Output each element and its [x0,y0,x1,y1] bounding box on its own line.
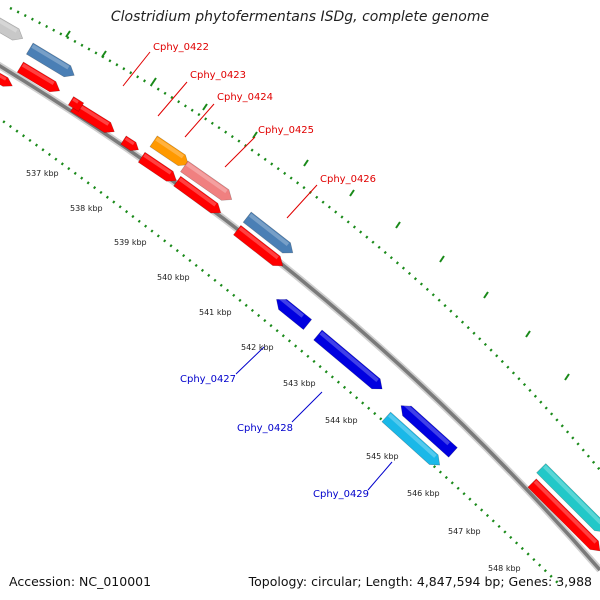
outer-tick-mark [303,159,309,167]
gene-labels: Cphy_0422 Cphy_0423 Cphy_0424 Cphy_0425 … [153,42,376,500]
accession-text: Accession: NC_010001 [9,574,152,589]
gene-feature-cphy-0426[interactable] [242,211,297,258]
cds-red[interactable] [173,175,225,217]
cds-red[interactable] [233,224,286,270]
gene-feature-cphy-0428[interactable] [313,329,387,394]
kbp-label: 542 kbp [241,343,274,352]
gene-feature-cphy-0423[interactable] [149,135,192,170]
kbp-label: 540 kbp [157,273,190,282]
gene-label[interactable]: Cphy_0428 [237,423,293,434]
outer-tick-mark [65,30,71,38]
kbp-label: 543 kbp [283,379,316,388]
label-connectors [122,51,393,491]
kbp-labels: 537 kbp 538 kbp 539 kbp 540 kbp 541 kbp … [26,169,521,573]
outer-tick-mark [151,77,157,85]
kbp-label: 546 kbp [407,489,440,498]
outer-tick-mark [439,255,445,263]
connector-cphy-0428 [291,391,323,423]
outer-tick-track [9,6,600,471]
outer-tick-mark [101,50,107,58]
connector-cphy-0429 [367,461,393,491]
kbp-label: 548 kbp [488,564,521,573]
kbp-label: 541 kbp [199,308,232,317]
gene-feature-cphy-0429[interactable] [381,411,444,470]
gene-feature-gray[interactable] [0,15,26,44]
outer-tick-mark [395,221,401,229]
genome-summary-text: Topology: circular; Length: 4,847,594 bp… [248,574,592,589]
gene-feature-cphy-0427[interactable] [272,294,313,331]
outer-tick-mark [483,291,489,299]
cds-red[interactable] [527,478,600,555]
kbp-label: 547 kbp [448,527,481,536]
kbp-label: 545 kbp [366,452,399,461]
cds-red[interactable] [137,151,180,185]
kbp-label: 544 kbp [325,416,358,425]
outer-tick-mark [525,330,531,338]
gene-label[interactable]: Cphy_0422 [153,42,209,53]
gene-label[interactable]: Cphy_0427 [180,374,236,385]
connector-cphy-0422 [122,51,151,87]
connector-cphy-0423 [157,81,188,117]
connector-cphy-0424 [184,103,215,138]
tick-guides [0,6,600,586]
gene-feature-reverse-blue[interactable] [397,401,458,458]
gene-label[interactable]: Cphy_0425 [258,125,314,136]
connector-cphy-0426 [286,184,318,219]
genome-backbone-core [0,64,600,572]
inner-tick-track [0,117,561,586]
kbp-label: 539 kbp [114,238,147,247]
outer-tick-mark [349,189,355,197]
cds-red-fragment[interactable] [67,96,85,112]
connector-cphy-0425 [224,136,256,168]
gene-feature-cphy-0422[interactable] [25,42,77,81]
outer-tick-mark [202,103,208,111]
connector-cphy-0427 [235,346,265,375]
cds-red[interactable] [70,100,117,137]
gene-label[interactable]: Cphy_0426 [320,174,376,185]
gene-feature-cphy-0424[interactable] [180,160,236,205]
gene-label[interactable]: Cphy_0423 [190,70,246,81]
outer-tick-mark [564,373,570,381]
cds-red[interactable] [0,69,15,91]
map-title: Clostridium phytofermentans ISDg, comple… [110,9,490,25]
gene-features [0,15,600,555]
gene-label[interactable]: Cphy_0429 [313,489,369,500]
gene-label[interactable]: Cphy_0424 [217,92,273,103]
kbp-label: 537 kbp [26,169,59,178]
cds-red[interactable] [120,135,142,154]
outer-tick-mark [252,131,258,139]
cds-red[interactable] [16,61,63,96]
kbp-label: 538 kbp [70,204,103,213]
